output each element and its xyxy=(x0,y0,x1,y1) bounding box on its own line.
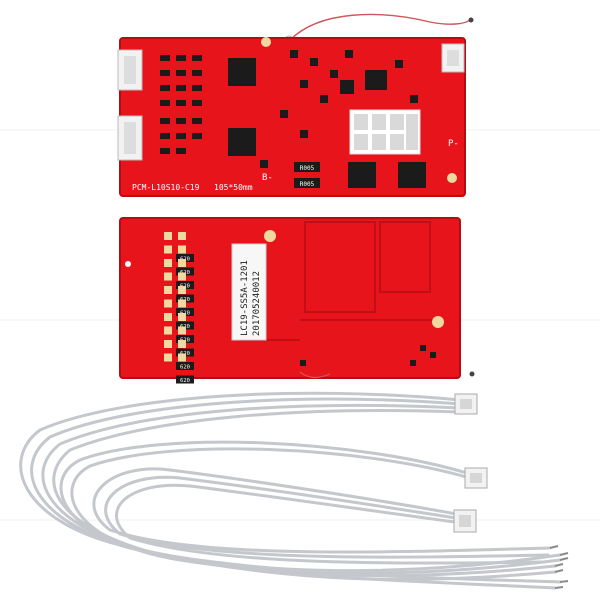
svg-text:R005: R005 xyxy=(300,181,315,188)
wire-tip-icon xyxy=(549,545,569,589)
ic-chip xyxy=(365,70,387,90)
cell-pad xyxy=(164,232,172,240)
cell-resistor xyxy=(176,348,194,357)
cell-pad xyxy=(164,259,172,267)
cell-pad xyxy=(178,259,186,267)
bottom-pcb-board: 620620620620620620620620620620 LC19-SS5A… xyxy=(119,217,475,384)
cell-pad xyxy=(164,340,172,348)
cell-pad xyxy=(164,313,172,321)
cell-pad xyxy=(164,272,172,281)
jst-connector-icon xyxy=(117,49,143,91)
resistor-2: R005 xyxy=(294,178,320,188)
balance-cable-harness xyxy=(19,391,562,590)
cell-resistor xyxy=(176,362,194,370)
ic-chip xyxy=(340,80,354,94)
cell-resistor xyxy=(176,267,194,276)
smd-components xyxy=(160,50,418,168)
resistor-1: R005 xyxy=(294,162,320,172)
cell-pad xyxy=(178,340,186,348)
jst-connector-icon xyxy=(441,43,465,73)
cell-pad xyxy=(164,326,172,335)
cell-pad xyxy=(178,286,186,294)
thermistor-wire xyxy=(289,13,471,41)
cell-pad xyxy=(178,313,186,321)
b-minus-marker: B- xyxy=(262,173,273,183)
cell-pad xyxy=(164,353,172,362)
cell-resistor-mark: 620 xyxy=(180,365,190,371)
cell-resistor xyxy=(176,308,194,316)
ic-chip xyxy=(228,128,256,156)
power-mosfet xyxy=(348,162,376,188)
svg-text:LC19-SS5A-1201: LC19-SS5A-1201 xyxy=(240,260,250,336)
cell-pad xyxy=(178,245,186,254)
cell-pad xyxy=(178,272,186,281)
jst-connector-icon xyxy=(464,467,488,489)
jst-connector-icon xyxy=(454,393,478,415)
cell-resistor xyxy=(176,321,194,330)
mosfet-pads xyxy=(349,109,421,155)
top-pcb-board: R005 R005 PCM-L10S10-C19 105*50mm B- P- xyxy=(117,13,474,197)
svg-text:R005: R005 xyxy=(300,165,315,172)
cell-resistor xyxy=(176,335,194,343)
cell-resistor xyxy=(176,294,194,303)
power-mosfet xyxy=(398,162,426,188)
cell-pad xyxy=(178,353,186,362)
svg-text:201705240012: 201705240012 xyxy=(252,271,262,336)
cell-resistor xyxy=(176,254,194,262)
cell-pad xyxy=(164,299,172,308)
ic-chip xyxy=(228,58,256,86)
cell-pad xyxy=(178,299,186,308)
board-size-text: 105*50mm xyxy=(214,183,253,192)
cell-pad xyxy=(164,245,172,254)
cell-pad xyxy=(164,286,172,294)
cell-pad xyxy=(178,326,186,335)
cell-resistor-column: 620620620620620620620620620620 xyxy=(164,232,194,384)
jst-connector-icon xyxy=(117,115,143,161)
board-model-text: PCM-L10S10-C19 xyxy=(132,183,200,192)
cell-pad xyxy=(178,232,186,240)
cell-resistor xyxy=(176,281,194,289)
jst-connector-icon xyxy=(453,509,477,533)
p-minus-marker: P- xyxy=(448,139,459,149)
serial-label: LC19-SS5A-1201 201705240012 xyxy=(231,243,267,341)
cell-resistor xyxy=(176,375,194,384)
cell-resistor-mark: 620 xyxy=(180,378,190,384)
